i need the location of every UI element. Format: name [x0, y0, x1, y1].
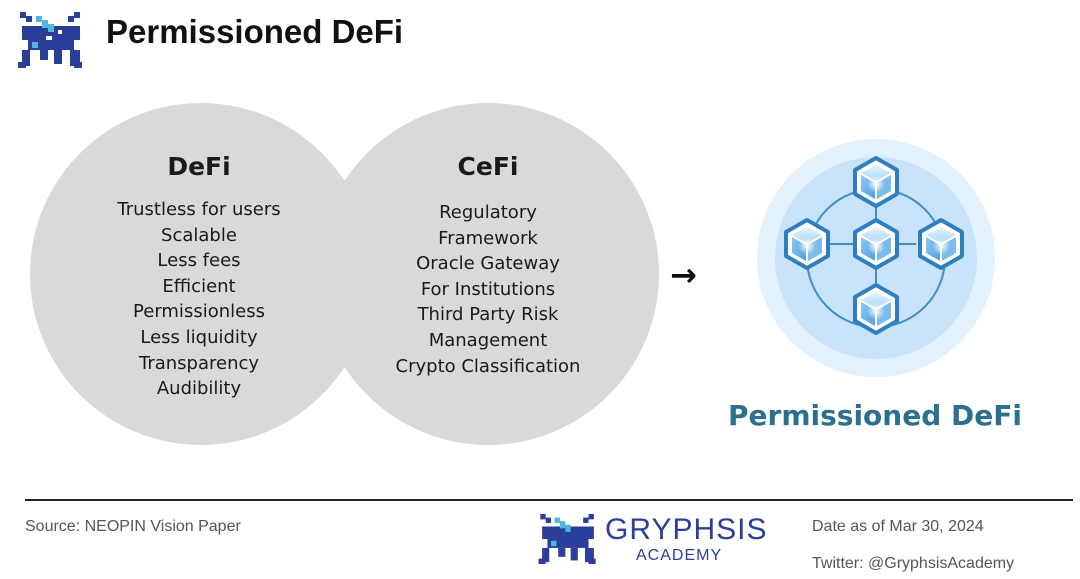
arrow-right-icon: → [670, 256, 697, 294]
cefi-item: Third Party Risk [417, 304, 559, 326]
defi-item: Efficient [162, 275, 236, 297]
brand-name: GRYPHSIS [605, 513, 768, 546]
defi-column: DeFi Trustless for users Scalable Less f… [84, 150, 314, 402]
defi-list: Trustless for users Scalable Less fees E… [84, 197, 314, 402]
defi-item: Permissionless [133, 301, 265, 323]
date-text: Date as of Mar 30, 2024 [812, 518, 984, 535]
cefi-column: CeFi Regulatory Framework Oracle Gateway… [372, 150, 604, 379]
cefi-item: Crypto Classification [395, 355, 581, 377]
defi-heading: DeFi [167, 152, 231, 181]
footer-divider [25, 499, 1073, 501]
defi-item: Less fees [157, 250, 241, 272]
result-label: Permissioned DeFi [728, 399, 1022, 432]
defi-item: Audibility [156, 378, 242, 400]
defi-item: Trustless for users [117, 199, 281, 220]
source-text: Source: NEOPIN Vision Paper [25, 518, 241, 535]
gryphon-logo-icon [18, 12, 82, 68]
blockchain-network-icon [757, 139, 995, 377]
defi-item: Transparency [138, 352, 260, 374]
cefi-list: Regulatory Framework Oracle Gateway For … [372, 200, 604, 379]
cefi-heading: CeFi [457, 152, 519, 181]
twitter-handle: Twitter: @GryphsisAcademy [812, 555, 1015, 572]
cefi-item: Regulatory [439, 202, 537, 223]
cefi-item: Oracle Gateway [416, 253, 560, 275]
cefi-item: Framework [438, 227, 538, 249]
cefi-item: Management [428, 329, 548, 351]
page-title: Permissioned DeFi [106, 13, 404, 50]
gryphon-logo-icon [538, 514, 596, 564]
brand-subtitle: ACADEMY [636, 547, 723, 564]
cefi-item: For Institutions [420, 278, 556, 300]
defi-item: Scalable [161, 224, 237, 246]
defi-item: Less liquidity [140, 326, 258, 348]
